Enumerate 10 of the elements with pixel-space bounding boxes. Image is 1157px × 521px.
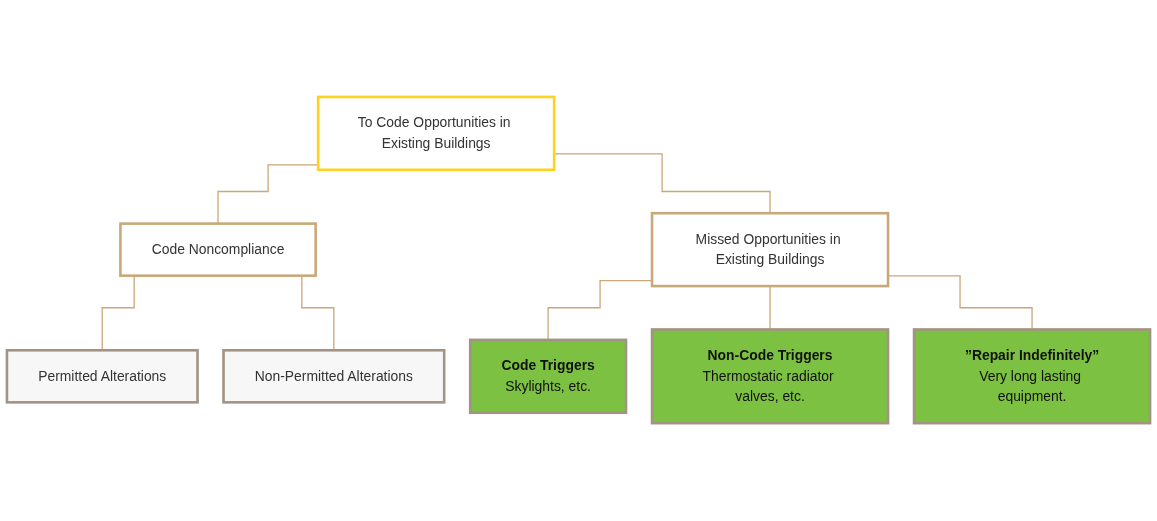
node-box: Non-Code Triggers Thermostatic radiator valves, etc. [650, 328, 890, 425]
node-box: ”Repair Indefinitely” Very long lasting equipment. [912, 328, 1152, 425]
node-box: Code Noncompliance [119, 222, 317, 278]
node-box: Code Triggers Skylights, etc. [468, 339, 628, 415]
connector [217, 164, 319, 225]
node-box: Missed Opportunities in Existing Buildings [650, 212, 890, 288]
node-box: Non-Permitted Alterations [222, 349, 446, 405]
node-box: To Code Opportunities in Existing Buildings [316, 96, 556, 172]
node-box: Permitted Alterations [5, 349, 199, 405]
connector [547, 280, 653, 341]
